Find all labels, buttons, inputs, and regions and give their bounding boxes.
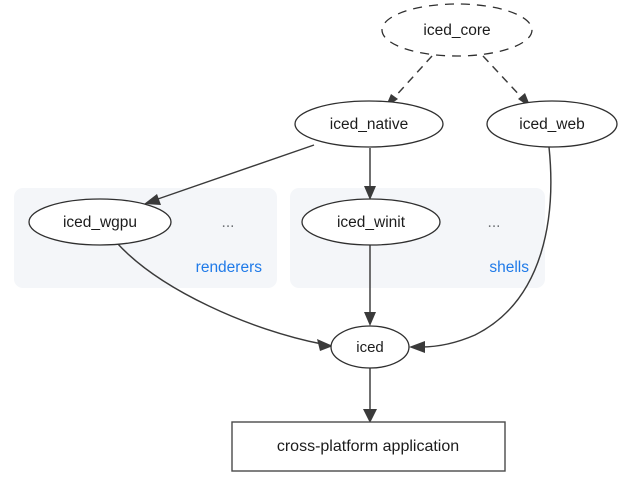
edge-iced-native-to-iced-wgpu: [144, 144, 315, 205]
node-iced-web-label: iced_web: [519, 116, 585, 133]
node-iced-wgpu-label: iced_wgpu: [63, 214, 137, 231]
node-iced[interactable]: iced: [330, 325, 410, 369]
node-iced-winit-label: iced_winit: [337, 214, 406, 231]
node-cross-platform-application[interactable]: cross-platform application: [231, 421, 506, 472]
edge-line: [482, 55, 525, 101]
node-iced-core-label: iced_core: [423, 22, 490, 39]
node-iced-core[interactable]: iced_core: [381, 3, 533, 57]
node-iced-wgpu-shape[interactable]: [28, 198, 172, 246]
cluster-renderers-ellipsis: ...: [222, 214, 235, 231]
node-iced-label: iced: [356, 339, 384, 356]
edge-iced-core-to-iced-native: [385, 55, 433, 108]
edge-line: [154, 144, 315, 201]
node-iced-winit-shape[interactable]: [301, 198, 441, 246]
edge-iced-wgpu-to-iced: [116, 242, 333, 351]
arrow-head: [409, 341, 425, 353]
node-iced-winit[interactable]: iced_winit: [301, 198, 441, 246]
edge-iced-to-application: [363, 368, 377, 423]
arrow-head: [364, 186, 376, 200]
arrow-head: [364, 312, 376, 326]
arrow-head: [144, 194, 161, 205]
node-iced-native-shape[interactable]: [294, 100, 444, 148]
edge-line: [391, 55, 433, 101]
edge-iced-native-to-iced-winit: [364, 148, 376, 200]
node-iced-web-shape[interactable]: [486, 100, 618, 148]
cluster-shells-ellipsis: ...: [488, 214, 501, 231]
node-application-shape[interactable]: [231, 421, 506, 472]
arrow-head: [317, 339, 333, 351]
edge-iced-web-to-iced: [409, 146, 552, 353]
cluster-shells-label: shells: [489, 259, 529, 276]
node-iced-native-label: iced_native: [330, 116, 408, 133]
node-iced-wgpu[interactable]: iced_wgpu: [28, 198, 172, 246]
cluster-renderers-label: renderers: [196, 259, 263, 276]
edge-line: [116, 242, 323, 345]
edge-iced-winit-to-iced: [364, 245, 376, 326]
edge-line: [420, 146, 552, 348]
edge-iced-core-to-iced-web: [482, 55, 531, 108]
node-application-label: cross-platform application: [277, 438, 459, 455]
node-iced-web[interactable]: iced_web: [486, 100, 618, 148]
node-iced-shape[interactable]: [330, 325, 410, 369]
node-iced-native[interactable]: iced_native: [294, 100, 444, 148]
arrow-head: [363, 409, 377, 423]
node-iced-core-shape[interactable]: [381, 3, 533, 57]
